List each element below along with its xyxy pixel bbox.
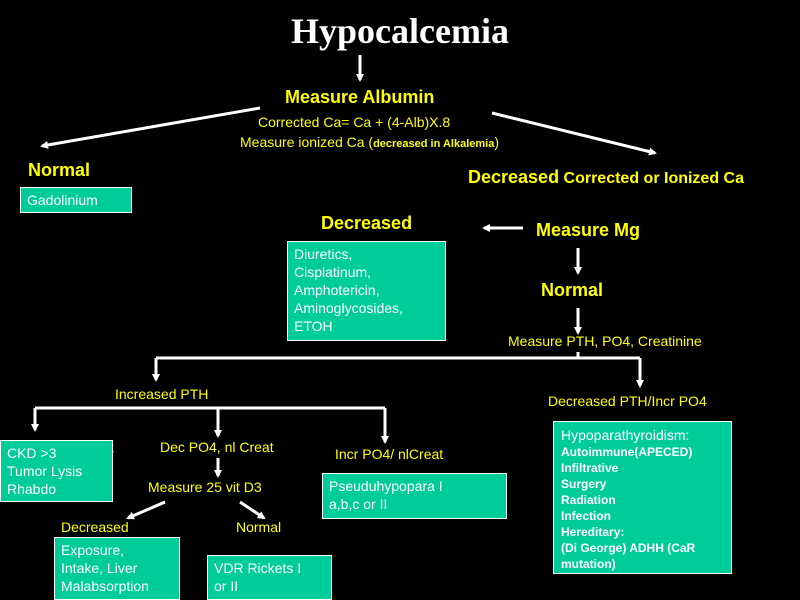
page-title: Hypocalcemia: [291, 11, 509, 51]
measure-albumin-label: Measure Albumin: [285, 87, 435, 107]
pseudohypopara-item: a,b,c or II: [329, 496, 388, 512]
gadolinium-box: Gadolinium: [20, 187, 132, 213]
pseudohypopara-item: Pseuduhypopara I: [329, 478, 443, 494]
vdr-rickets-item: VDR Rickets I: [214, 560, 302, 576]
cause-item: ETOH: [294, 318, 333, 334]
arrow-albumin-to-normal: [40, 106, 261, 149]
incr-po4-label: Incr PO4/ nlCreat: [335, 446, 444, 462]
arrow-vitd-to-decreased: [126, 500, 166, 520]
normal-label: Normal: [28, 160, 91, 180]
decreased-pth-label: Decreased PTH/Incr PO4: [548, 393, 707, 409]
ckd-box: CKD >3 Tumor Lysis Rhabdo: [0, 440, 113, 502]
cause-item: Amphotericin,: [294, 282, 380, 298]
exposure-item: Intake, Liver: [61, 560, 138, 576]
decreased-rest-label: Corrected or Ionized Ca: [559, 170, 744, 187]
hypopara-cause-item: Autoimmune(APECED): [561, 445, 693, 459]
mg-normal-label: Normal: [541, 280, 604, 300]
measure-mg-label: Measure Mg: [536, 220, 641, 240]
exposure-item: Exposure,: [61, 542, 125, 558]
mg-decreased-label: Decreased: [321, 213, 413, 233]
gadolinium-text: Gadolinium: [27, 192, 98, 208]
ionized-ca-suffix: ): [494, 134, 500, 150]
corrected-ca-formula: Corrected Ca= Ca + (4-Alb)X.8: [258, 114, 451, 130]
hypopara-cause-item: Surgery: [561, 477, 607, 491]
exposure-box: Exposure, Intake, Liver Malabsorption: [54, 537, 180, 600]
hypopara-cause-item: Hereditary:: [561, 525, 625, 539]
ckd-item: Tumor Lysis: [7, 463, 83, 479]
arrow-vitd-to-normal: [239, 500, 266, 520]
hypopara-cause-item: Radiation: [561, 493, 616, 507]
arrow-albumin-to-decreased: [491, 111, 657, 156]
ckd-item: Rhabdo: [7, 481, 57, 497]
ionized-ca-note: decreased in Alkalemia: [373, 138, 495, 150]
vitd-normal-label: Normal: [236, 519, 282, 535]
hypopara-cause-item: (Di George) ADHH (CaR: [561, 541, 696, 555]
mg-decreased-causes-box: Diuretics, Cisplatinum, Amphotericin, Am…: [287, 241, 446, 341]
cause-item: Aminoglycosides,: [294, 300, 403, 316]
vitd-decreased-label: Decreased: [61, 519, 129, 535]
hypopara-cause-item: Infiltrative: [561, 461, 619, 475]
measure-ionized-ca: Measure ionized Ca (decreased in Alkalem…: [240, 134, 499, 150]
vdr-rickets-item: or II: [214, 578, 239, 594]
cause-item: Diuretics,: [294, 246, 353, 262]
vdr-rickets-box: VDR Rickets I or II: [207, 555, 332, 600]
measure-vitd-label: Measure 25 vit D3: [148, 479, 262, 495]
ionized-ca-prefix: Measure ionized Ca (: [240, 134, 374, 150]
decreased-corrected-ca-label: Decreased Corrected or Ionized Ca: [468, 167, 744, 188]
pseudohypopara-box: Pseuduhypopara I a,b,c or II: [322, 473, 507, 519]
decreased-main-label: Decreased: [468, 167, 560, 187]
hypoparathyroidism-title: Hypoparathyroidism:: [561, 427, 690, 443]
hypopara-cause-item: Infection: [561, 509, 611, 523]
hypopara-cause-item: mutation): [561, 557, 616, 571]
measure-pth-label: Measure PTH, PO4, Creatinine: [508, 333, 702, 349]
cause-item: Cisplatinum,: [294, 264, 372, 280]
ckd-item: CKD >3: [7, 445, 57, 461]
hypoparathyroidism-box: Hypoparathyroidism: Autoimmune(APECED) I…: [553, 421, 732, 574]
increased-pth-label: Increased PTH: [115, 386, 209, 402]
exposure-item: Malabsorption: [61, 578, 149, 594]
dec-po4-label: Dec PO4, nl Creat: [160, 439, 274, 455]
